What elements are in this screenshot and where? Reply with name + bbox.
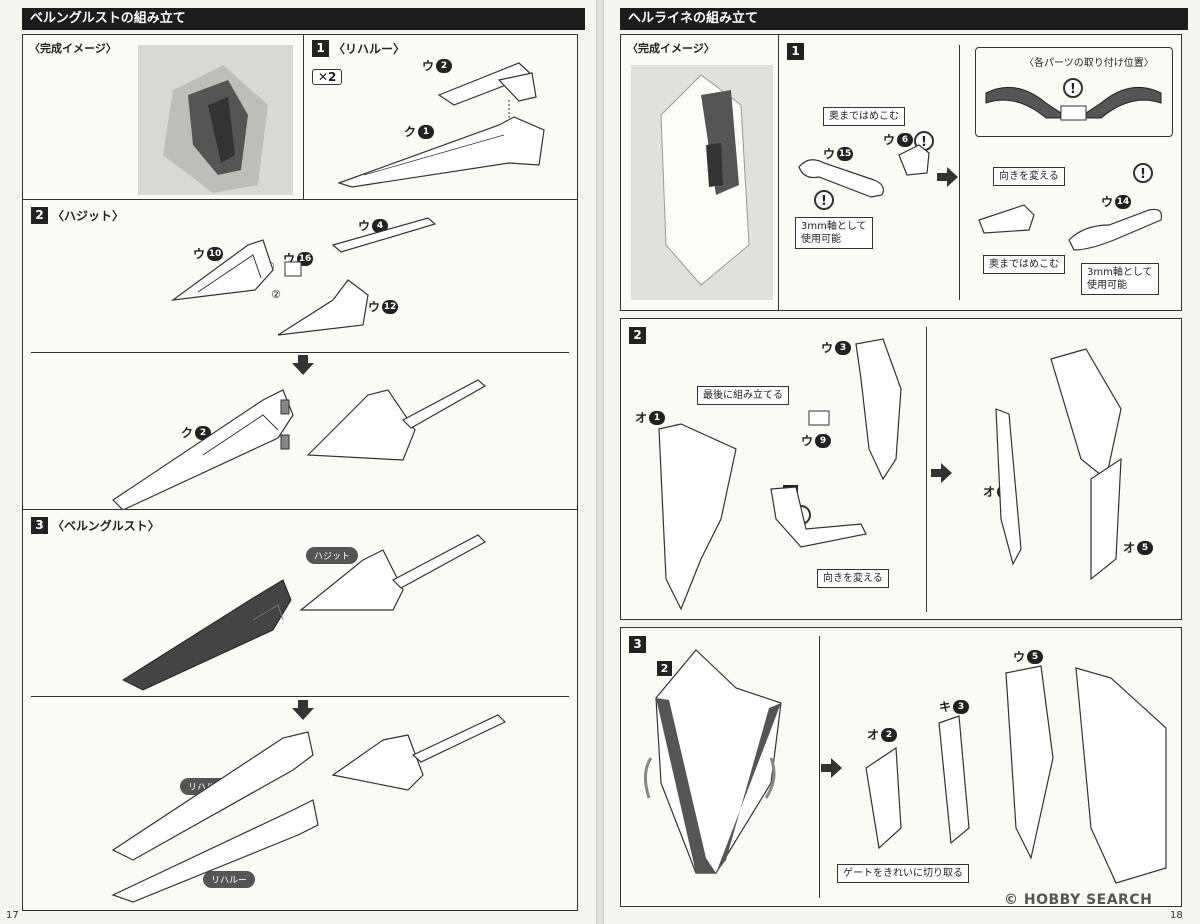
step1-number: 1 xyxy=(787,43,804,60)
step3-title: 〈ベルングルスト〉 xyxy=(52,519,160,533)
step3-number: 3 xyxy=(629,636,646,653)
step2-number: 2 xyxy=(629,327,646,344)
multiplier-badge: ✕2 xyxy=(312,69,343,85)
completed-image-panel: 〈完成イメージ〉 xyxy=(22,34,305,201)
completed-label: 〈完成イメージ〉 xyxy=(627,42,715,55)
step2-diagram xyxy=(112,217,487,511)
step1-title: 〈リハルー〉 xyxy=(333,42,406,56)
position-box-title: 〈各パーツの取り付け位置〉 xyxy=(1024,58,1154,69)
order-mark-2: ② xyxy=(271,288,281,301)
callout-assemble-last: 最後に組み立てる xyxy=(697,386,789,405)
callout-3mm-shaft-2: 3mm軸として 使用可能 xyxy=(1081,263,1159,295)
divider xyxy=(959,45,960,300)
step2-panel: 2 最後に組み立てる ウ3 オ1 ウ9 1 ! 向きを変える オ4 オ5 xyxy=(620,318,1182,620)
step3-header: 3 〈ベルングルスト〉 xyxy=(31,517,160,534)
step3-header: 3 xyxy=(629,636,646,653)
step3-panel: 3 〈ベルングルスト〉 ハジット リハルー リハルー xyxy=(22,509,578,911)
step2-panel: 2 〈ハジット〉 ウ4 ウ10 ウ16 ウ12 ク2 ① ② xyxy=(22,199,578,511)
step1-diagram xyxy=(798,144,1163,251)
step1-header: 1 〈リハルー〉 xyxy=(312,40,405,57)
pill-hajit: ハジット xyxy=(306,547,359,564)
completed-label: 〈完成イメージ〉 xyxy=(29,42,117,55)
divider xyxy=(31,696,569,697)
section-title: ヘルライネの組み立て xyxy=(628,11,759,26)
callout-turn: 向きを変える xyxy=(817,569,889,588)
step3-diagram xyxy=(644,649,1167,884)
step2-number: 2 xyxy=(31,207,48,224)
completed-photo xyxy=(138,45,293,195)
down-arrow-icon xyxy=(292,355,314,375)
down-arrow-icon xyxy=(292,700,314,720)
right-arrow-icon xyxy=(821,758,842,778)
step1-header: 1 xyxy=(787,43,804,60)
callout-cut-gate: ゲートをきれいに切り取る xyxy=(837,864,969,883)
binding-gutter xyxy=(596,0,604,924)
caution-icon: ! xyxy=(1063,78,1083,98)
substep-2-badge: 2 xyxy=(657,661,672,676)
watermark: © HOBBY SEARCH xyxy=(1004,892,1153,908)
step2-header: 2 xyxy=(629,327,646,344)
callout-press-in: 奥まではめこむ xyxy=(823,107,905,126)
completed-image-panel: 〈完成イメージ〉 xyxy=(620,34,780,311)
section-title: ベルングルストの組み立て xyxy=(30,11,186,26)
caution-icon: ! xyxy=(1133,163,1153,183)
position-diagram xyxy=(985,86,1162,121)
page-number: 18 xyxy=(1170,910,1183,921)
section-title-bar: ベルングルストの組み立て xyxy=(22,8,585,30)
completed-photo xyxy=(631,65,773,300)
step2-title: 〈ハジット〉 xyxy=(52,209,125,223)
divider xyxy=(31,352,569,353)
right-arrow-icon xyxy=(937,167,958,187)
callout-press-in-2: 奥まではめこむ xyxy=(983,255,1065,274)
position-box: 〈各パーツの取り付け位置〉 ! xyxy=(975,47,1173,137)
step3-number: 3 xyxy=(31,517,48,534)
caution-icon: ! xyxy=(814,190,834,210)
step3-diagram xyxy=(111,534,507,903)
right-arrow-icon xyxy=(931,463,952,483)
step2-diagram xyxy=(658,338,1122,611)
callout-3mm-shaft: 3mm軸として 使用可能 xyxy=(795,217,873,249)
page-number: 17 xyxy=(6,910,19,921)
section-title-bar: ヘルライネの組み立て xyxy=(620,8,1188,30)
callout-turn: 向きを変える xyxy=(993,167,1065,186)
divider xyxy=(819,636,820,898)
step2-header: 2 〈ハジット〉 xyxy=(31,207,124,224)
pill-rihalu-2: リハルー xyxy=(203,871,256,888)
step1-diagram xyxy=(337,62,545,188)
step1-number: 1 xyxy=(312,40,329,57)
divider xyxy=(926,327,927,612)
